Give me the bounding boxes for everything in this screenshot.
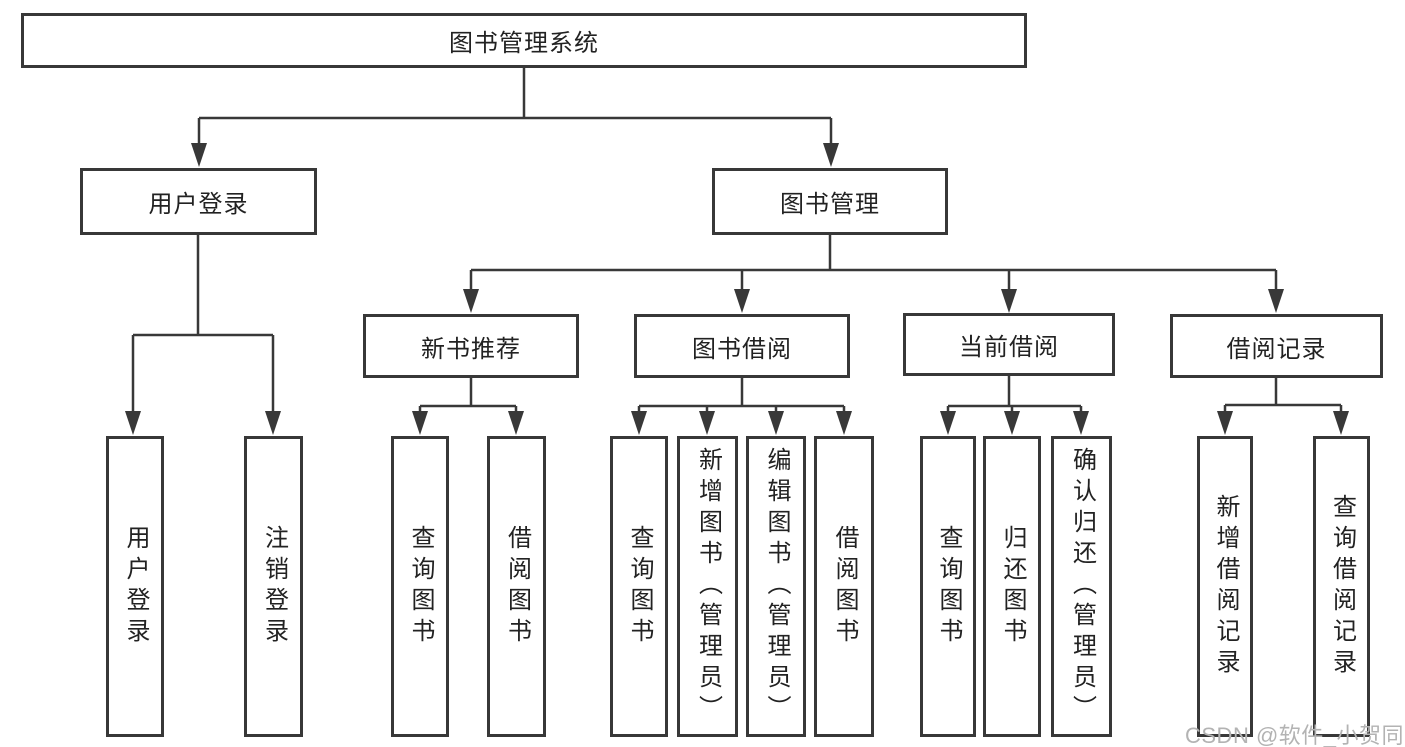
leaf-user-login: 用户登录: [106, 436, 164, 737]
arrowhead-icons: [125, 143, 1349, 435]
connector-user-login: [131, 235, 275, 414]
node-user-login-label: 用户登录: [148, 191, 249, 218]
node-borrow-records-label: 借阅记录: [1226, 335, 1327, 363]
node-book-borrow: 图书借阅: [634, 314, 850, 378]
node-current-borrow: 当前借阅: [903, 313, 1115, 376]
leaf-borrow-book: 借阅图书: [814, 436, 874, 737]
node-book-management: 图书管理: [712, 168, 948, 235]
node-borrow-records: 借阅记录: [1170, 314, 1383, 378]
node-root-label: 图书管理系统: [449, 30, 599, 57]
connector-current-borrow: [946, 376, 1083, 414]
node-book-management-label: 图书管理: [780, 191, 880, 218]
connector-paths: [131, 68, 1343, 414]
leaf-query-book-recommend: 查询图书: [391, 436, 449, 737]
connector-new-book: [418, 378, 518, 414]
csdn-watermark: CSDN @软件_小贺同学: [1185, 723, 1405, 747]
connector-book-management: [469, 235, 1278, 292]
leaf-add-book-admin: 新增图书（管理员）: [677, 436, 738, 737]
leaf-query-book-borrow: 查询图书: [610, 436, 668, 737]
node-book-borrow-label: 图书借阅: [692, 335, 792, 363]
leaf-borrow-book-recommend: 借阅图书: [487, 436, 546, 737]
connector-borrow-records: [1223, 378, 1343, 414]
leaf-logout: 注销登录: [244, 436, 303, 737]
connector-root: [197, 68, 833, 146]
node-user-login: 用户登录: [80, 168, 317, 235]
leaf-edit-book-admin: 编辑图书（管理员）: [746, 436, 806, 737]
leaf-return-book: 归还图书: [983, 436, 1041, 737]
node-new-book-recommend-label: 新书推荐: [421, 335, 521, 363]
node-current-borrow-label: 当前借阅: [959, 334, 1059, 361]
leaf-confirm-return-admin: 确认归还（管理员）: [1051, 436, 1112, 737]
leaf-query-borrow-record: 查询借阅记录: [1313, 436, 1370, 737]
leaf-add-borrow-record: 新增借阅记录: [1197, 436, 1253, 737]
connector-book-borrow: [637, 378, 846, 414]
node-new-book-recommend: 新书推荐: [363, 314, 579, 378]
node-root: 图书管理系统: [21, 13, 1027, 68]
leaf-query-book-current: 查询图书: [920, 436, 976, 737]
